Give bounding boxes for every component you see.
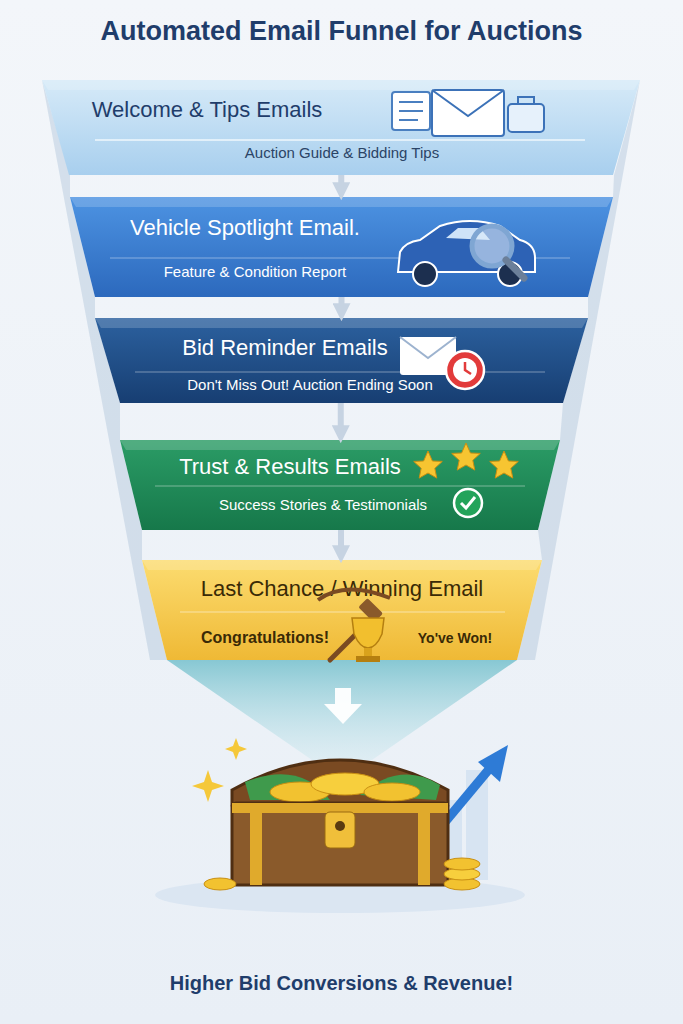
separator-line — [135, 371, 545, 372]
band-heading: Trust & Results Emails — [140, 454, 440, 480]
band-heading: Vehicle Spotlight Email. — [115, 215, 375, 241]
envelope-icon — [432, 90, 504, 136]
clock-face — [453, 358, 477, 382]
sparkle — [225, 738, 247, 760]
trophy-base — [356, 656, 380, 662]
gavel-handle — [330, 618, 372, 660]
briefcase-handle — [518, 97, 534, 104]
funnel-band: Bid Reminder EmailsDon't Miss Out! Aucti… — [95, 318, 588, 403]
band-fill — [42, 80, 640, 175]
band-shape — [120, 440, 560, 530]
band-subtitle: Feature & Condition Report — [105, 263, 405, 281]
magnifier-lens — [472, 226, 512, 266]
flow-arrow — [339, 297, 345, 314]
check-mark — [461, 497, 475, 508]
band-heading: Bid Reminder Emails — [160, 335, 410, 361]
chest-lock — [325, 812, 355, 848]
band-subtitle: Auction Guide & Bidding Tips — [142, 144, 542, 162]
trophy-stem — [364, 648, 372, 656]
funnel-band: Trust & Results EmailsSuccess Stories & … — [120, 440, 560, 530]
flow-arrow — [324, 688, 362, 724]
chest-band — [250, 803, 262, 885]
clock-hands — [465, 362, 471, 374]
envelope-flap — [432, 90, 504, 116]
funnel-spout — [167, 660, 517, 760]
magnifier-handle — [506, 260, 524, 278]
star-icon — [452, 443, 481, 470]
chest-body — [232, 803, 448, 885]
band-fill — [70, 197, 613, 297]
keyhole — [335, 821, 345, 831]
star-icon — [490, 451, 519, 478]
coin — [444, 858, 480, 870]
diagram-title: Automated Email Funnel for Auctions — [0, 16, 683, 47]
flow-arrow — [338, 403, 344, 436]
car-window — [446, 228, 490, 240]
band-highlight — [142, 560, 542, 570]
envelope-icon — [400, 337, 456, 375]
separator-line — [95, 139, 585, 141]
trophy-icon — [352, 618, 384, 648]
separator-line — [155, 485, 525, 486]
band-highlight — [70, 197, 613, 207]
flow-arrow — [338, 530, 344, 556]
coin — [204, 878, 236, 890]
band-highlight — [95, 318, 588, 328]
briefcase-icon — [508, 104, 544, 132]
band-heading: Welcome & Tips Emails — [82, 97, 332, 123]
check-icon — [454, 489, 482, 517]
car-wheel — [413, 262, 437, 286]
funnel-band: Vehicle Spotlight Email. Feature & Condit… — [70, 197, 613, 297]
star-icon — [414, 451, 443, 478]
clock-icon — [446, 351, 484, 389]
band-fill — [120, 440, 560, 530]
flow-arrow — [338, 175, 344, 193]
chest-lid — [232, 760, 448, 805]
band-highlight — [120, 440, 560, 450]
band-subtitle: Success Stories & Testimonials — [158, 496, 488, 514]
growth-arrow-head — [478, 745, 508, 782]
gavel-head — [358, 598, 383, 623]
band-shape — [70, 197, 613, 297]
band-highlight — [42, 80, 640, 90]
funnel-band: Last Chance / Winning EmailCongratulatio… — [142, 560, 542, 660]
gavel-arc — [318, 589, 390, 600]
diagram-caption: Higher Bid Conversions & Revenue! — [0, 972, 683, 995]
separator-line — [180, 611, 505, 612]
funnel-band: Welcome & Tips EmailsAuction Guide & Bid… — [42, 80, 640, 175]
document-line — [399, 110, 423, 112]
coins — [364, 783, 420, 801]
band-subtitle: Congratulations! — [180, 628, 350, 647]
document-icon — [392, 92, 430, 130]
document-line — [399, 101, 423, 103]
chest-band — [418, 803, 430, 885]
envelope-flap — [400, 337, 456, 358]
band-subtitle: Don't Miss Out! Auction Ending Soon — [135, 376, 485, 394]
document-line — [399, 119, 418, 121]
band-heading: Last Chance / Winning Email — [142, 576, 542, 602]
sparkle — [192, 770, 224, 802]
band-fill — [95, 318, 588, 403]
car-wheel — [498, 262, 522, 286]
separator-line — [110, 257, 570, 258]
car-icon — [398, 221, 535, 272]
band-fill — [142, 560, 542, 660]
band-subtitle: Yo've Won! — [390, 630, 520, 647]
